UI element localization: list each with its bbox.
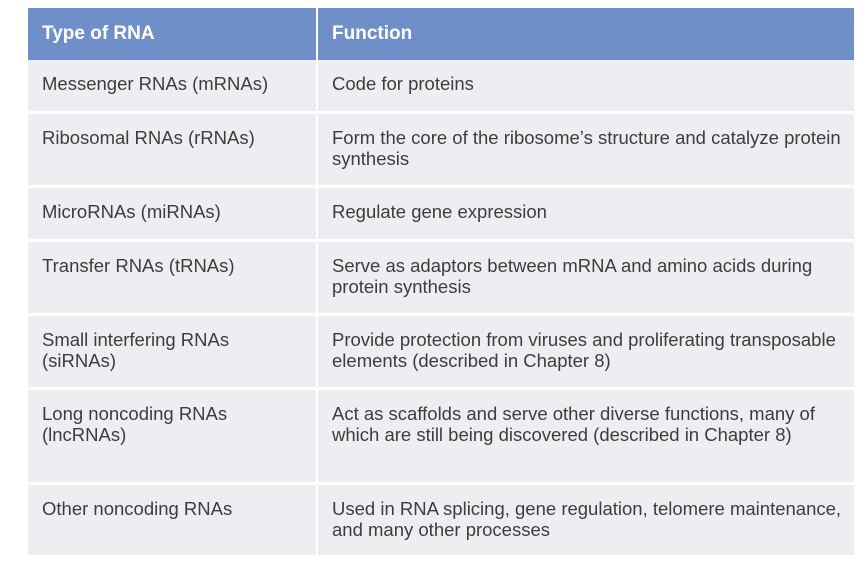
rna-type-cell: Long noncoding RNAs (lncRNAs) [28, 388, 318, 485]
rna-type-cell: Small interfering RNAs (siRNAs) [28, 314, 318, 390]
rna-type-text: MicroRNAs (miRNAs) [42, 201, 221, 222]
function-text: Used in RNA splicing, gene regulation, t… [332, 498, 842, 540]
rna-type-cell: Messenger RNAs (mRNAs) [28, 60, 318, 114]
table-row: Ribosomal RNAs (rRNAs) Form the core of … [28, 112, 854, 188]
function-cell: Serve as adaptors between mRNA and amino… [317, 240, 854, 316]
header-function: Function [317, 8, 854, 60]
function-text: Act as scaffolds and serve other diverse… [332, 403, 815, 445]
rna-type-text: Small interfering RNAs (siRNAs) [42, 329, 230, 371]
table-body: Messenger RNAs (mRNAs) Code for proteins… [28, 60, 854, 558]
rna-type-text: Transfer RNAs (tRNAs) [42, 255, 235, 276]
table-row: Transfer RNAs (tRNAs) Serve as adaptors … [28, 240, 854, 316]
rna-type-cell: Ribosomal RNAs (rRNAs) [28, 112, 318, 188]
rna-type-text: Other noncoding RNAs [42, 498, 233, 519]
function-cell: Used in RNA splicing, gene regulation, t… [317, 483, 854, 558]
table-row: Other noncoding RNAs Used in RNA splicin… [28, 483, 854, 558]
function-cell: Form the core of the ribosome’s structur… [317, 112, 854, 188]
rna-type-cell: Transfer RNAs (tRNAs) [28, 240, 318, 316]
function-cell: Provide protection from viruses and prol… [317, 314, 854, 390]
function-cell: Regulate gene expression [317, 186, 854, 242]
function-cell: Code for proteins [317, 60, 854, 114]
function-cell: Act as scaffolds and serve other diverse… [317, 388, 854, 485]
header-type-of-rna: Type of RNA [28, 8, 318, 60]
table-row: Small interfering RNAs (siRNAs) Provide … [28, 314, 854, 390]
function-text: Code for proteins [332, 73, 474, 94]
function-text: Regulate gene expression [332, 201, 547, 222]
rna-type-cell: Other noncoding RNAs [28, 483, 318, 558]
rna-type-cell: MicroRNAs (miRNAs) [28, 186, 318, 242]
rna-types-table: Type of RNA Function Messenger RNAs (mRN… [28, 8, 854, 558]
table-header: Type of RNA Function [28, 8, 854, 60]
function-text: Serve as adaptors between mRNA and amino… [332, 255, 813, 297]
rna-type-text: Ribosomal RNAs (rRNAs) [42, 127, 255, 148]
table-row: MicroRNAs (miRNAs) Regulate gene express… [28, 186, 854, 242]
table-row: Messenger RNAs (mRNAs) Code for proteins [28, 60, 854, 114]
function-text: Form the core of the ribosome’s structur… [332, 127, 841, 169]
table-row: Long noncoding RNAs (lncRNAs) Act as sca… [28, 388, 854, 485]
function-text: Provide protection from viruses and prol… [332, 329, 836, 371]
header-row: Type of RNA Function [28, 8, 854, 60]
rna-type-text: Long noncoding RNAs (lncRNAs) [42, 403, 228, 445]
rna-types-table-container: Type of RNA Function Messenger RNAs (mRN… [28, 8, 854, 558]
rna-type-text: Messenger RNAs (mRNAs) [42, 73, 269, 94]
